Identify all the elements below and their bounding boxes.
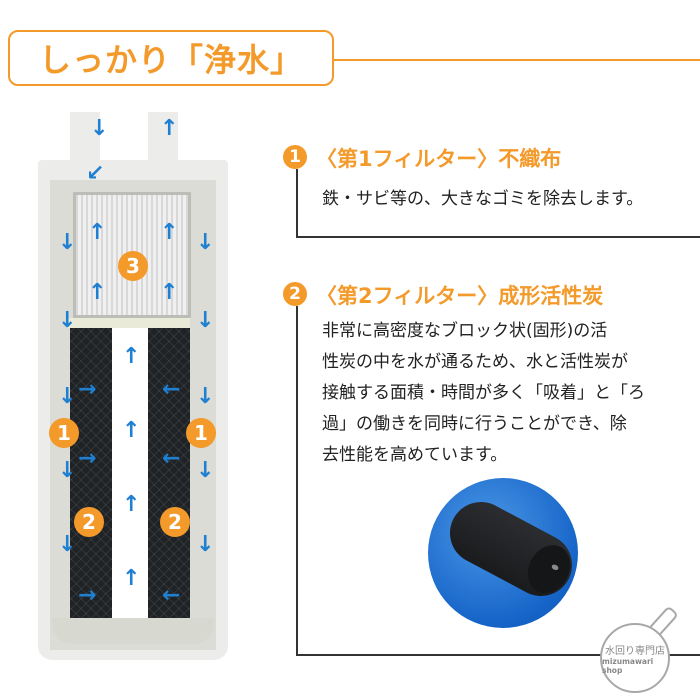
section-1-title: 〈第1フィルター〉不織布 — [316, 147, 562, 171]
arrow-down-icon: ↓ — [58, 230, 77, 255]
arrow-down-icon: ↓ — [196, 384, 215, 409]
arrow-down-icon: ↓ — [196, 458, 215, 483]
carbon-block-left — [70, 328, 112, 618]
section-1-bracket — [296, 169, 298, 237]
arrow-up-icon: ↑ — [122, 492, 141, 517]
body-line: 去性能を高めています。 — [322, 445, 508, 465]
arrow-down-icon: ↓ — [196, 308, 215, 333]
badge-outer-right: 1 — [186, 418, 216, 448]
watermark-jp: 水回り専門店 — [605, 645, 665, 657]
arrow-up-icon: ↑ — [88, 280, 107, 305]
page-title: しっかり「浄水」 — [38, 41, 303, 79]
section-1-body: 鉄・サビ等の、大きなゴミを除去します。 — [322, 189, 644, 209]
arrow-left-icon: ← — [162, 377, 181, 402]
arrow-right-icon: → — [78, 377, 97, 402]
badge-nonwoven: 3 — [118, 251, 148, 281]
section-2-number: 2 — [283, 282, 307, 306]
title-divider — [334, 59, 700, 61]
section-2-bracket — [296, 306, 298, 655]
badge-carbon-left: 2 — [74, 507, 104, 537]
body-line: 過」の働きを同時に行うことができ、除 — [322, 414, 627, 434]
arrow-up-icon: ↑ — [160, 116, 179, 141]
arrow-left-icon: ← — [162, 583, 181, 608]
body-line: 性炭の中を水が通るため、水と活性炭が — [322, 352, 628, 372]
cartridge-base — [52, 618, 214, 644]
arrow-down-icon: ↓ — [58, 384, 77, 409]
carbon-filter-photo — [428, 478, 578, 628]
arrow-up-icon: ↑ — [160, 220, 179, 245]
arrow-down-icon: ↓ — [90, 116, 109, 141]
arrow-up-icon: ↑ — [122, 418, 141, 443]
arrow-up-icon: ↑ — [122, 344, 141, 369]
arrow-down-icon: ↓ — [196, 532, 215, 557]
separator-plate — [68, 318, 190, 328]
arrow-down-icon: ↓ — [58, 308, 77, 333]
center-channel — [112, 328, 148, 618]
arrow-up-icon: ↑ — [88, 220, 107, 245]
section-1-number: 1 — [283, 145, 307, 169]
arrow-left-icon: ← — [162, 446, 181, 471]
badge-outer-left: 1 — [49, 418, 79, 448]
carbon-block-right — [148, 328, 190, 618]
arrow-up-icon: ↑ — [160, 280, 179, 305]
body-line: 接触する面積・時間が多く「吸着」と「ろ — [322, 383, 645, 403]
badge-carbon-right: 2 — [160, 507, 190, 537]
arrow-curve-icon: ↙ — [86, 161, 105, 186]
section-2-bracket-bottom — [296, 654, 700, 656]
carbon-roll — [439, 491, 578, 607]
watermark-logo: 水回り専門店 mizumawari shop — [600, 623, 670, 693]
arrow-down-icon: ↓ — [58, 458, 77, 483]
section-2-title: 〈第2フィルター〉成形活性炭 — [316, 284, 604, 308]
arrow-down-icon: ↓ — [58, 532, 77, 557]
arrow-right-icon: → — [78, 446, 97, 471]
watermark-en: mizumawari shop — [602, 656, 654, 675]
arrow-down-icon: ↓ — [196, 230, 215, 255]
arrow-right-icon: → — [78, 583, 97, 608]
section-1-bracket-bottom — [296, 236, 700, 238]
body-line: 非常に高密度なブロック状(固形)の活 — [322, 321, 608, 341]
arrow-up-icon: ↑ — [122, 566, 141, 591]
section-2-body: 非常に高密度なブロック状(固形)の活 性炭の中を水が通るため、水と活性炭が 接触… — [322, 316, 645, 471]
title-box: しっかり「浄水」 — [8, 30, 334, 86]
roll-end — [519, 537, 578, 601]
